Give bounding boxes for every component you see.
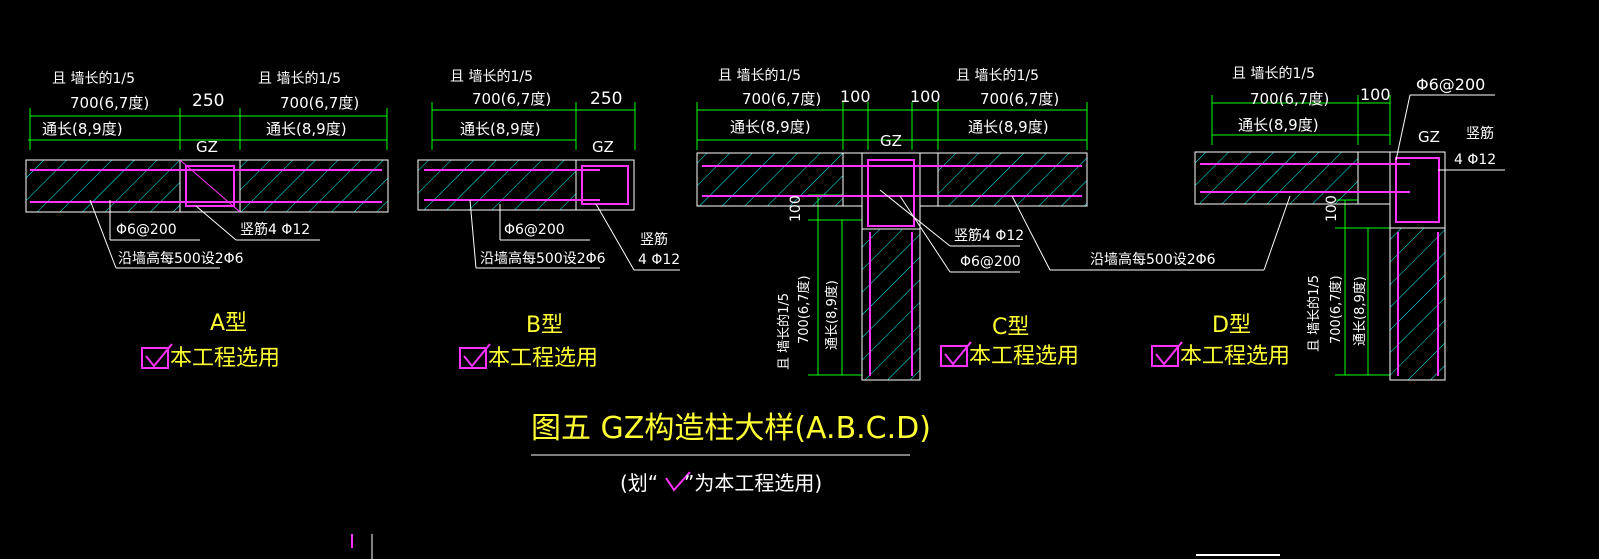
type-c-name: C型 [992,315,1029,340]
type-b-dim-1: 且 墙长的1/5 [450,69,533,85]
type-d-wall-stem [1389,203,1446,381]
type-b-name: B型 [526,313,563,338]
type-a-checkbox[interactable] [141,343,173,369]
subtitle-prefix: (划“ [620,471,658,495]
type-b-dim-2: 700(6,7度) [472,90,551,108]
type-d-dim-2: 700(6,7度) [1250,90,1329,108]
type-c-vdim-2: 700(6,7度) [796,275,812,344]
checkmark-icon [1155,341,1183,366]
type-a-dim-right-1: 且 墙长的1/5 [258,71,341,87]
type-d-vert-bar-2: 4 Φ12 [1454,152,1496,168]
type-c-offset-down: 100 [788,195,804,222]
type-d-detail: 且 墙长的1/5 700(6,7度) 通长(8,9度) 100 Φ6@200 G… [1151,66,1505,381]
type-c-dim-left-3: 通长(8,9度) [730,118,811,136]
type-c-vdim-3: 通长(8,9度) [824,280,840,350]
type-c-wall-stem [861,205,921,381]
type-a-stirrup: Φ6@200 [116,222,177,238]
checkmark-icon [944,341,972,366]
subtitle-suffix: ”为本工程选用) [684,471,822,495]
type-b-check-label: 本工程选用 [488,346,598,371]
type-b-dim-3: 通长(8,9度) [460,120,541,138]
type-a-detail: 且 墙长的1/5 700(6,7度) 通长(8,9度) 250 且 墙长的1/5… [25,71,389,371]
type-a-rebar [30,165,382,207]
type-b-stirrup: Φ6@200 [504,222,565,238]
type-c-check-label: 本工程选用 [969,344,1079,369]
type-c-dim-left-1: 且 墙长的1/5 [718,68,801,84]
type-d-stirrup: Φ6@200 [1416,75,1485,94]
type-c-dim-right-1: 且 墙长的1/5 [956,68,1039,84]
type-c-wall-bar: 沿墙高每500设2Φ6 [1090,251,1216,268]
type-a-dim-right-2: 700(6,7度) [280,94,359,112]
type-d-offset-down: 100 [1324,195,1340,222]
type-a-check-label: 本工程选用 [170,346,280,371]
type-c-vdim-1: 且 墙长的1/5 [776,293,792,370]
type-a-dim-left-2: 700(6,7度) [70,94,149,112]
type-a-dim-left-3: 通长(8,9度) [42,120,123,138]
type-d-vdim-1: 且 墙长的1/5 [1306,275,1322,352]
type-c-offset-right: 100 [910,87,941,106]
type-a-dim-left-1: 且 墙长的1/5 [52,71,135,87]
type-d-check-label: 本工程选用 [1180,344,1290,369]
type-d-dim-3: 通长(8,9度) [1238,116,1319,134]
type-c-dim-right-2: 700(6,7度) [980,90,1059,108]
type-d-name: D型 [1212,313,1251,338]
type-a-name: A型 [210,311,247,336]
type-d-dim-1: 且 墙长的1/5 [1232,66,1315,82]
type-d-vert-bar-1: 竖筋 [1466,125,1494,142]
type-d-offset-right: 100 [1360,85,1391,104]
drawing-title: 图五 GZ构造柱大样(A.B.C.D) [531,411,931,446]
type-c-checkbox[interactable] [940,341,972,367]
type-a-col-width: 250 [192,91,224,111]
type-b-wall-bar: 沿墙高每500设2Φ6 [480,250,606,267]
type-a-gz-label: GZ [196,138,218,156]
type-d-gz-label: GZ [1418,128,1440,146]
type-a-wall-bar: 沿墙高每500设2Φ6 [118,250,244,267]
type-c-gz-label: GZ [880,132,902,150]
type-a-vert-bar: 竖筋4 Φ12 [240,221,310,238]
subtitle-checkmark-icon [665,471,691,492]
type-c-vert-bar: 竖筋4 Φ12 [954,227,1024,244]
type-d-vdim-3: 通长(8,9度) [1352,276,1368,346]
type-c-offset-left: 100 [840,87,871,106]
type-a-dim-right-3: 通长(8,9度) [266,120,347,138]
type-b-checkbox[interactable] [459,343,491,369]
type-a-dimensions [28,108,388,150]
type-b-detail: 且 墙长的1/5 700(6,7度) 通长(8,9度) 250 GZ Φ6@20… [417,69,680,371]
type-b-vert-bar-2: 4 Φ12 [638,252,680,268]
type-b-gz-label: GZ [592,138,614,156]
type-d-checkbox[interactable] [1151,341,1183,367]
checkmark-icon [145,343,173,368]
type-b-vert-bar-1: 竖筋 [640,231,668,248]
checkmark-icon [463,343,491,368]
type-b-col-width: 250 [590,89,622,109]
type-c-dim-right-3: 通长(8,9度) [968,118,1049,136]
type-c-detail: 且 墙长的1/5 700(6,7度) 通长(8,9度) 100 100 且 墙长… [696,68,1264,381]
type-d-vdim-2: 700(6,7度) [1328,275,1344,344]
type-b-column [575,159,635,211]
type-c-dim-left-2: 700(6,7度) [742,90,821,108]
type-c-stirrup: Φ6@200 [960,254,1021,270]
